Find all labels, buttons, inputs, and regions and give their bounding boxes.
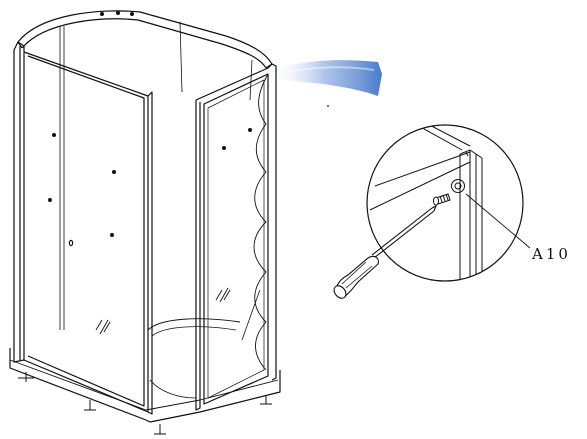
air-flow-icon: [276, 60, 382, 96]
top-rail: [17, 10, 273, 69]
back-wall: [59, 21, 253, 330]
shower-tray: [9, 318, 281, 435]
shower-enclosure-illustration: [9, 10, 281, 435]
part-callout: A10: [465, 193, 571, 263]
part-code-label: A10: [531, 245, 571, 263]
dot-mark: [327, 105, 329, 107]
left-glass-panel: [13, 41, 153, 415]
right-glass-panel: [195, 63, 277, 411]
screwdriver-icon: [333, 204, 438, 299]
magnified-detail-circle: [366, 124, 524, 282]
screw-icon: [433, 193, 451, 206]
callout-leader-line: [465, 193, 531, 249]
